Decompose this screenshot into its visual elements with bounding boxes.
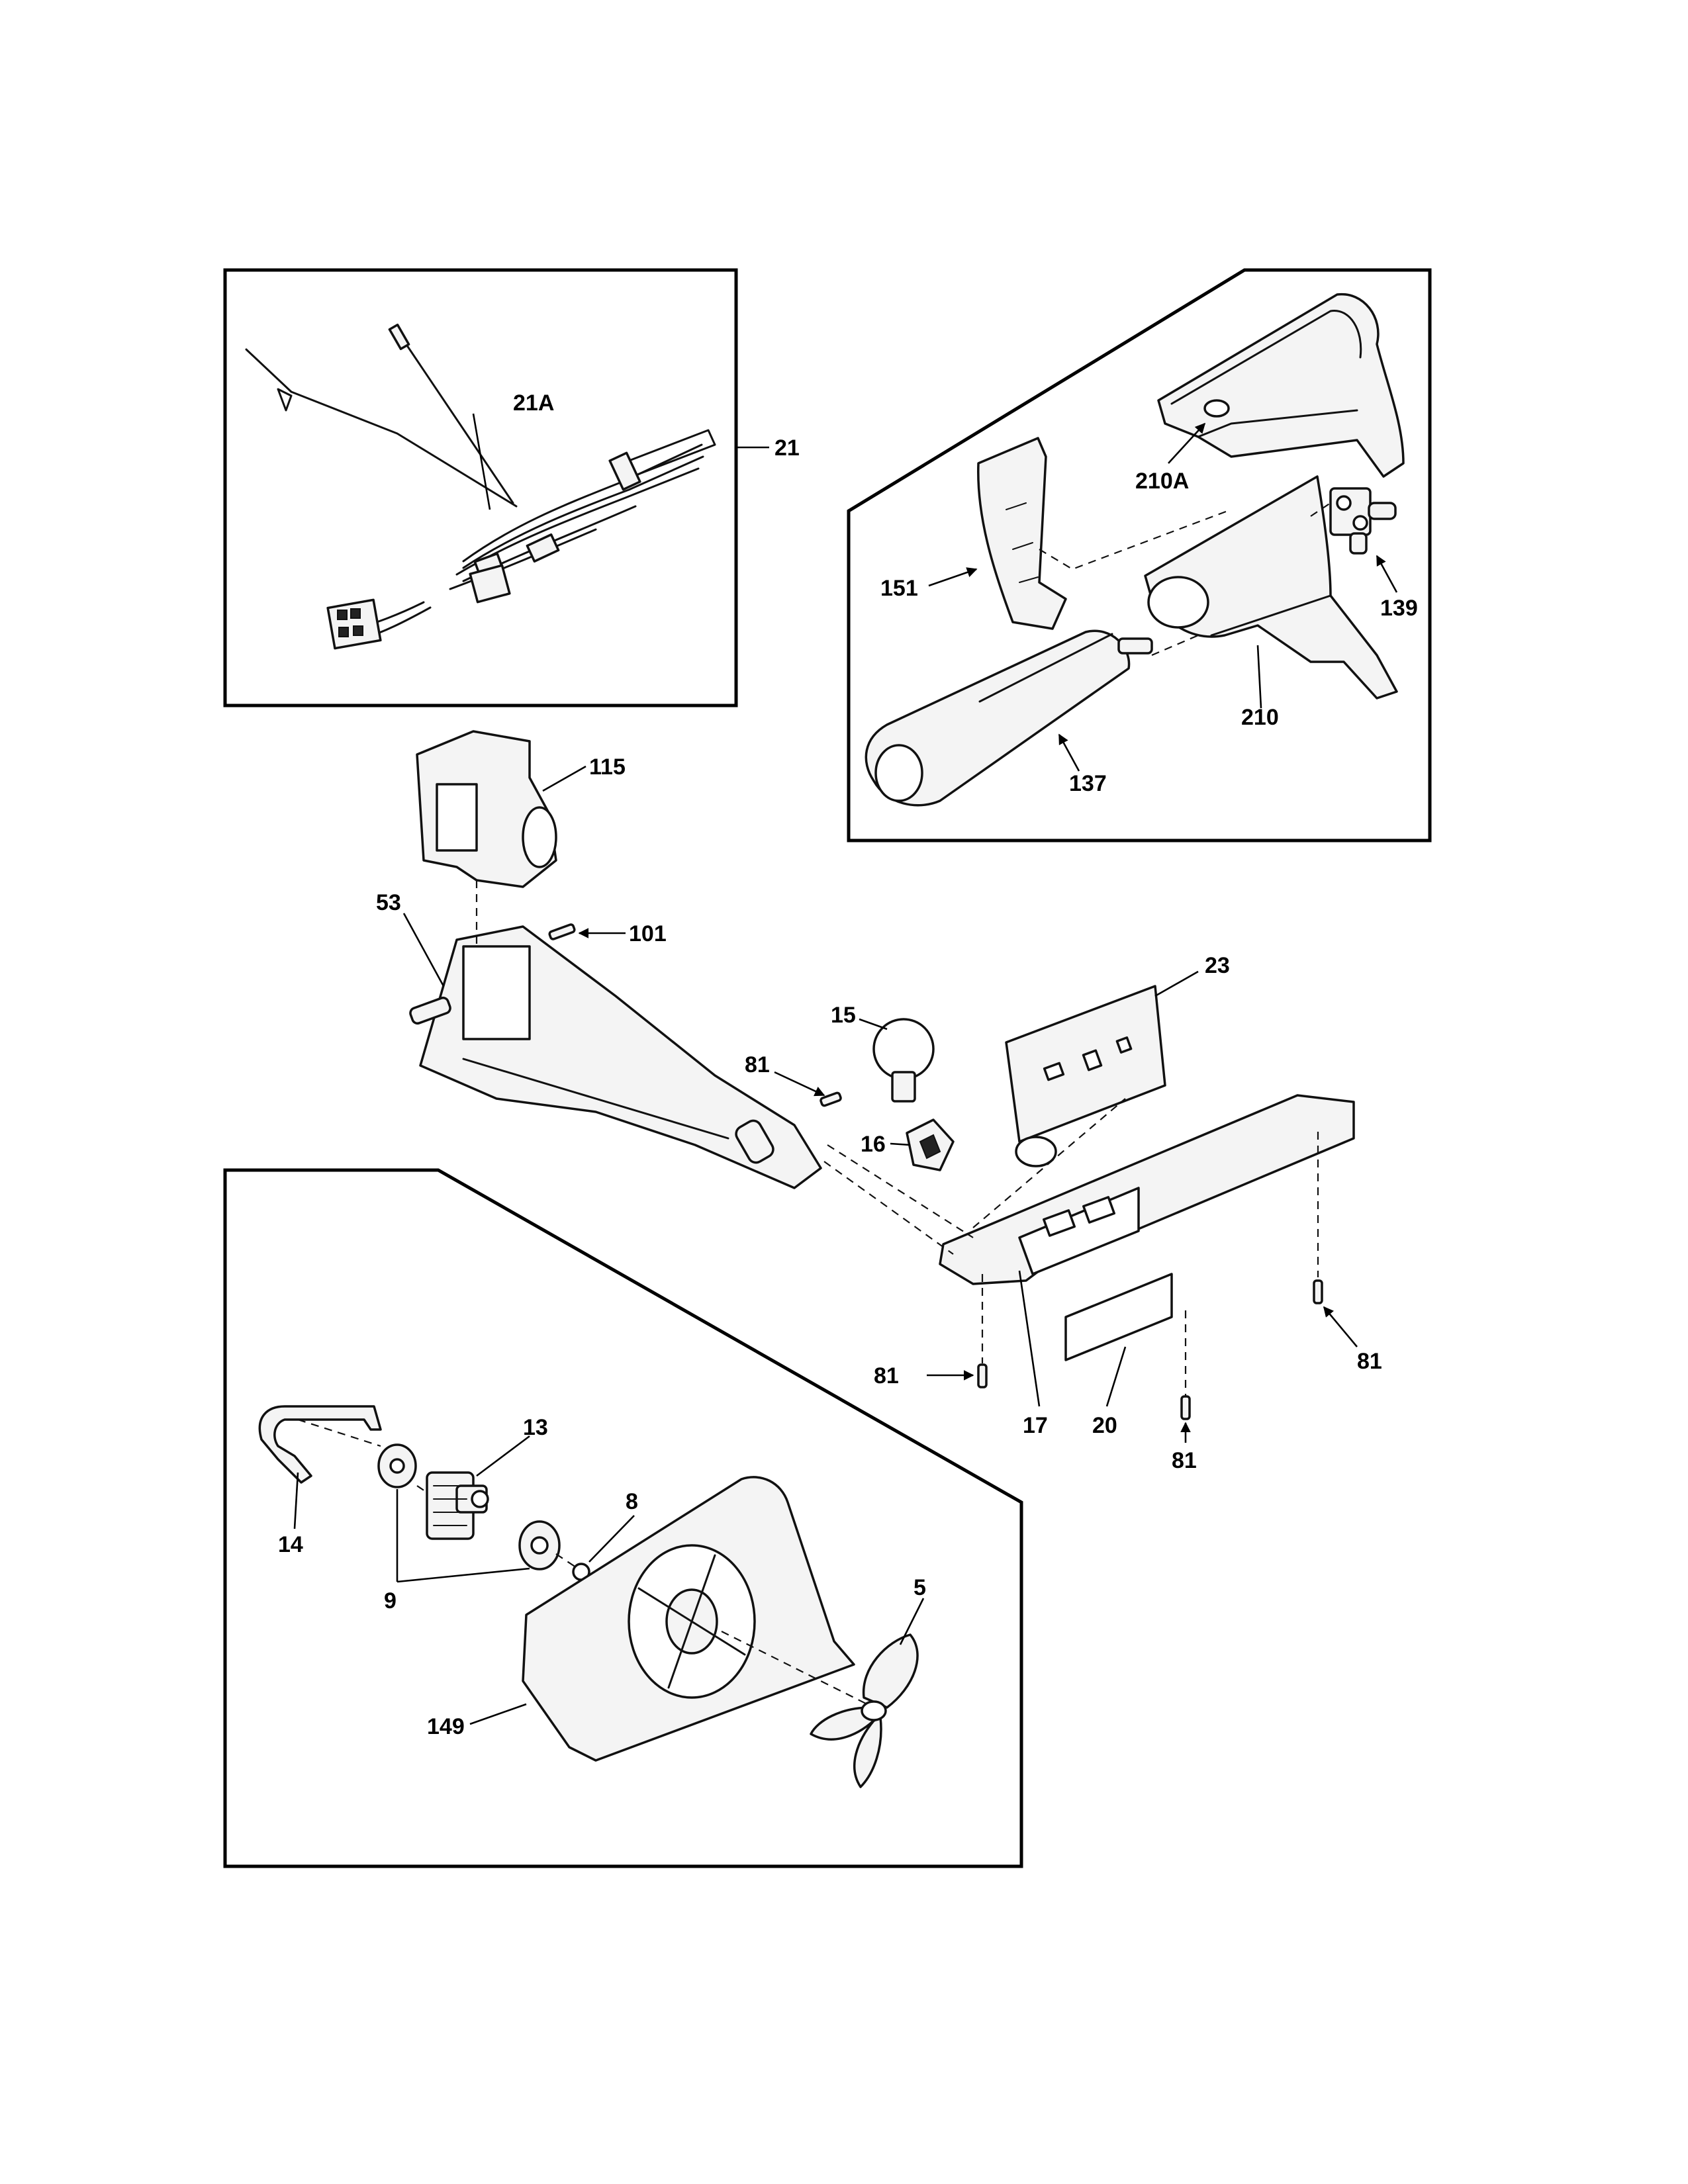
leader-14: [293, 1472, 299, 1529]
callout-139: 139: [1380, 596, 1418, 621]
callout-210: 210: [1241, 705, 1279, 730]
callout-21A: 21A: [513, 390, 554, 416]
callout-17: 17: [1023, 1413, 1048, 1438]
callout-81-upper: 81: [745, 1052, 770, 1077]
callout-53: 53: [376, 890, 401, 915]
leader-139: [1376, 555, 1398, 593]
callout-13: 13: [523, 1415, 548, 1440]
callout-9: 9: [384, 1588, 397, 1614]
wire-harness-frame: [223, 268, 738, 707]
leader-9b: [397, 1567, 530, 1583]
fan-assembly: [258, 1405, 925, 1788]
leader-16: [890, 1142, 911, 1146]
wire-harness: [245, 324, 769, 650]
leader-81d: [1323, 1306, 1358, 1347]
callout-14: 14: [278, 1532, 303, 1557]
leader-210: [1256, 645, 1262, 709]
leader-13: [476, 1435, 530, 1477]
callout-5: 5: [914, 1575, 926, 1600]
callout-21: 21: [774, 435, 800, 461]
water-filter-frame: [847, 268, 1432, 842]
leader-115: [542, 765, 586, 792]
callout-15: 15: [831, 1003, 856, 1028]
leader-5: [899, 1598, 925, 1645]
callout-115: 115: [589, 754, 626, 780]
callout-16: 16: [861, 1132, 886, 1157]
leader-53: [402, 913, 445, 987]
callout-151: 151: [880, 576, 918, 601]
water-filter-assembly: [865, 293, 1405, 807]
leader-20: [1105, 1346, 1127, 1407]
callout-8: 8: [626, 1489, 638, 1514]
leader-149: [469, 1703, 527, 1725]
leader-21A: [472, 413, 491, 510]
leader-8: [588, 1515, 635, 1563]
callout-23: 23: [1205, 953, 1230, 978]
callout-81-right: 81: [1357, 1349, 1382, 1374]
leader-210A: [1168, 422, 1206, 464]
leader-23: [1154, 970, 1199, 997]
callout-149: 149: [427, 1714, 465, 1739]
callout-137: 137: [1069, 771, 1107, 796]
dispenser-housing-assembly: [402, 730, 1358, 1443]
callout-20: 20: [1092, 1413, 1117, 1438]
callout-101: 101: [629, 921, 667, 946]
leader-137: [1058, 733, 1080, 772]
callout-210A: 210A: [1135, 469, 1189, 494]
leader-81a: [774, 1071, 825, 1097]
leader-151: [928, 567, 978, 587]
callout-81-left: 81: [874, 1363, 899, 1388]
callout-81-center: 81: [1172, 1448, 1197, 1473]
leader-15: [859, 1018, 888, 1030]
fan-assembly-frame: [223, 1168, 1023, 1868]
leader-17: [1018, 1270, 1041, 1407]
